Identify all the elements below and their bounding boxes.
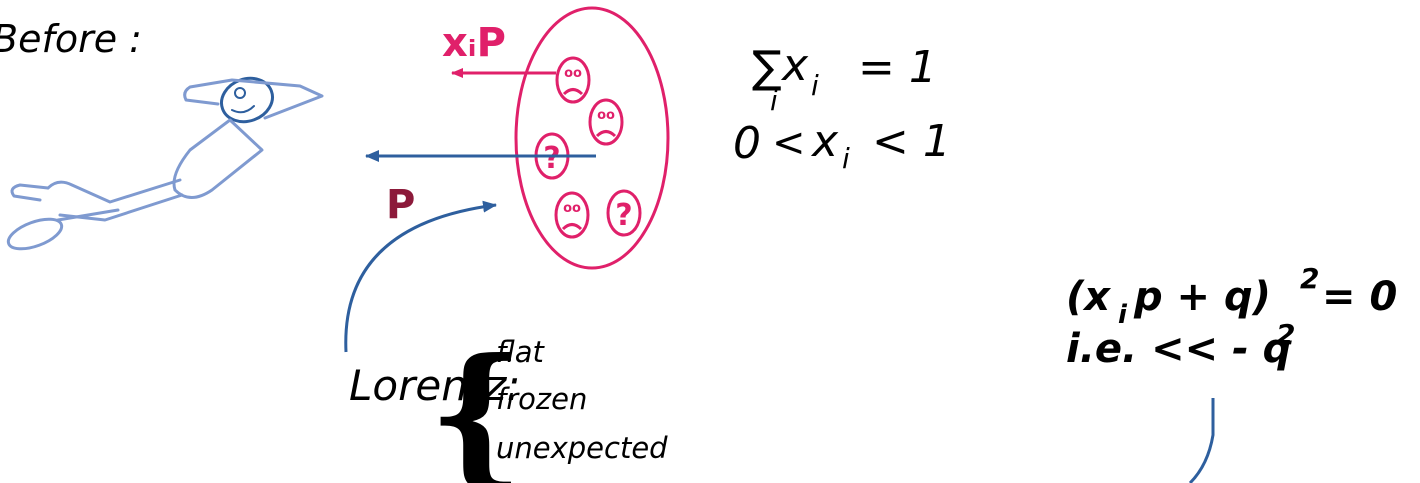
lorentz-item-flat: flat [496, 335, 546, 369]
range-variable-subscript: i [842, 142, 850, 175]
parton-momentum-label: xᵢP [442, 20, 506, 66]
range-upper: < 1 [872, 116, 951, 167]
svg-text:oo: oo [564, 66, 582, 81]
svg-text:?: ? [543, 141, 560, 176]
before-label: Before : [0, 17, 142, 61]
svg-text:oo: oo [563, 201, 581, 216]
formula-ie: i.e. << - q [1066, 326, 1291, 372]
parton-frown-2: oo [588, 98, 624, 146]
momentum-fraction-constraints: ∑ x i i = 1 0 < x i < 1 [733, 40, 951, 175]
range-variable: x [810, 116, 839, 167]
virtuality-formula: (x i p + q) 2 = 0 i.e. << - q 2 [1066, 262, 1397, 372]
reclining-figure-sketch [6, 76, 324, 251]
lorentz-curved-arrow [344, 200, 497, 353]
formula-sup: 2 [1300, 262, 1319, 295]
sum-index: i [770, 84, 778, 117]
sum-variable-subscript: i [811, 69, 819, 102]
proton-momentum-label: P [386, 182, 415, 228]
lorentz-label: Lorentz: [349, 361, 521, 410]
lorentz-item-frozen: frozen [496, 382, 587, 416]
formula-open: (x [1066, 274, 1111, 320]
parton-frown-3: oo [554, 191, 590, 239]
sum-rhs: = 1 [858, 42, 937, 93]
lorentz-item-unexpected: unexpected [496, 431, 668, 465]
formula-ie-sup: 2 [1276, 318, 1295, 351]
svg-text:oo: oo [597, 108, 615, 123]
sum-symbol: ∑ [752, 42, 782, 93]
proton-ellipse [514, 6, 670, 270]
formula-mid: p + q) [1133, 274, 1271, 320]
formula-eq: = 0 [1322, 274, 1397, 320]
sum-variable: x [780, 40, 809, 91]
parton-question-2: ? [606, 189, 642, 237]
svg-text:?: ? [615, 198, 632, 233]
parton-question-1: ? [534, 132, 570, 180]
range-lower: 0 [733, 118, 761, 169]
formula-pointer-line [1188, 398, 1215, 483]
lorentz-effects: Lorentz: { flat frozen unexpected [349, 326, 668, 483]
lorentz-brace: { [428, 326, 524, 483]
range-lt: < [772, 120, 806, 166]
formula-sub: i [1118, 300, 1128, 330]
parton-frown-1: oo [555, 56, 591, 104]
